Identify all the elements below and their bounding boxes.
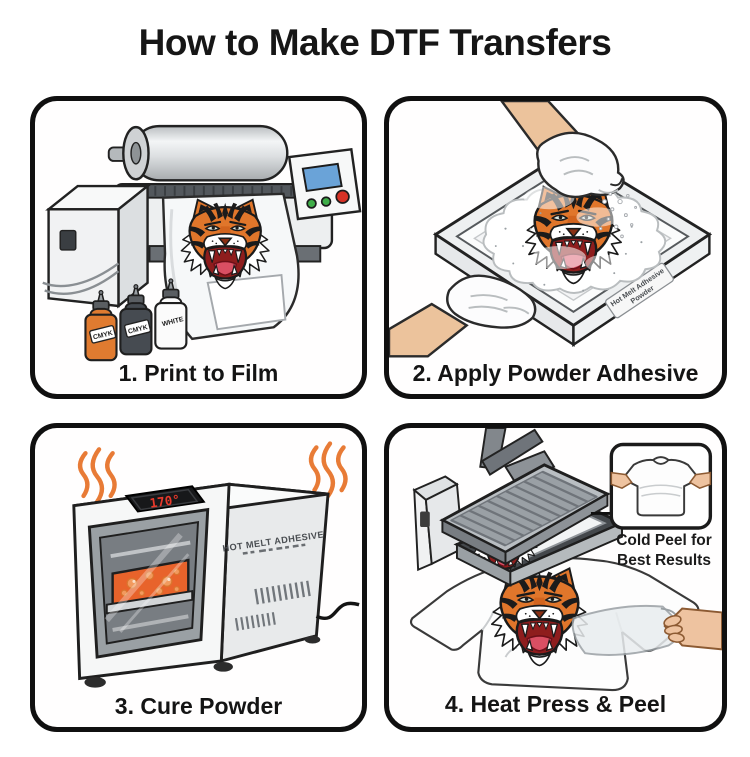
film-roll <box>130 124 289 182</box>
green-button-icon <box>306 198 317 209</box>
panel-cure-powder: 170° HOT <box>30 423 367 732</box>
vent-slits <box>234 612 276 631</box>
oven-window <box>87 507 210 659</box>
cold-peel-line2: Best Results <box>617 552 711 570</box>
printed-film <box>161 192 300 341</box>
peeling-hand <box>663 607 722 651</box>
side-label-fine-print <box>242 543 306 555</box>
heat-wave-icon <box>77 447 117 504</box>
holding-hand <box>389 274 537 358</box>
glove-icon <box>446 274 537 329</box>
page-title: How to Make DTF Transfers <box>138 22 612 63</box>
printer-illustration: CMYK CMYK WHITE <box>42 124 362 362</box>
display-readout: 170° <box>149 492 181 511</box>
cold-peel-inset <box>609 442 713 530</box>
green-button-icon <box>320 196 332 207</box>
panel-caption: 3. Cure Powder <box>114 693 283 719</box>
heat-press-illustration <box>409 428 722 692</box>
cold-peel-line1: Cold Peel for <box>616 532 712 549</box>
curing-oven-illustration: 170° HOT <box>72 441 360 688</box>
sprinkling-hand <box>500 101 638 239</box>
glove-icon <box>536 131 625 199</box>
heat-wave-icon <box>308 441 348 499</box>
panel-caption: 2. Apply Powder Adhesive <box>412 360 699 386</box>
curing-oven: 170° HOT <box>72 482 360 688</box>
powder-tray-illustration: Hot Melt Adhesive Powder <box>389 101 713 358</box>
printer-control-panel <box>287 148 362 221</box>
peeled-film <box>571 604 681 656</box>
t-shirt <box>409 557 700 692</box>
power-cord <box>315 601 360 620</box>
red-button-icon <box>335 189 350 204</box>
falling-powder <box>598 191 638 239</box>
ink-bottle-cmyk-orange: CMYK <box>84 289 118 362</box>
lcd-screen-icon <box>301 162 343 193</box>
panel-heat-press: Cold Peel for Best Results 4. Heat Press… <box>384 423 727 732</box>
panel-apply-powder: Hot Melt Adhesive Powder <box>384 96 727 399</box>
hand-icon <box>688 471 712 490</box>
hand-icon <box>610 471 633 490</box>
vent-slits <box>254 580 311 605</box>
temperature-display: 170° <box>124 485 206 513</box>
ink-bottle-label: CMYK <box>92 330 113 342</box>
panel-print-to-film: CMYK CMYK WHITE 1. Print to Film <box>30 96 367 399</box>
cold-peel-note: Cold Peel for Best Results <box>594 531 722 572</box>
heat-press-machine <box>412 428 626 587</box>
panel-caption: 1. Print to Film <box>118 360 279 386</box>
ink-bottle-label: CMYK <box>127 324 148 336</box>
panel-caption: 4. Heat Press & Peel <box>444 691 667 717</box>
ink-bottle-white: WHITE <box>154 278 188 350</box>
powder-and-design <box>482 183 667 294</box>
ink-bottle-cmyk-dark: CMYK <box>119 284 153 356</box>
